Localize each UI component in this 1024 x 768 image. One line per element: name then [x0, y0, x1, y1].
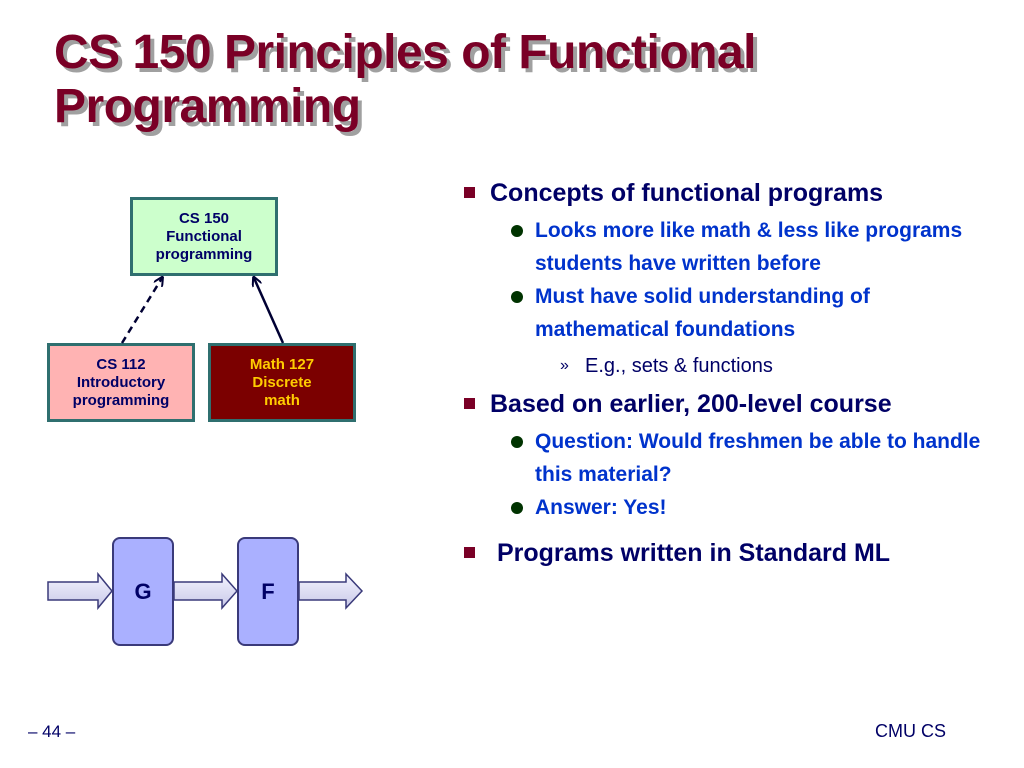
- math127-line-2: Discrete: [252, 373, 312, 391]
- cs112-line-1: CS 112: [96, 355, 146, 373]
- round-bullet-icon: [511, 436, 523, 448]
- input-arrow: [47, 571, 113, 611]
- bullet-sets-functions: » E.g., sets & functions: [560, 351, 1007, 381]
- bullet-math-foundations-text: Must have solid understanding of mathema…: [535, 285, 870, 341]
- bullet-question: Question: Would freshmen be able to hand…: [507, 425, 1007, 491]
- bullet-answer-text: Answer: Yes!: [535, 496, 667, 519]
- page-number: – 44 –: [28, 722, 76, 741]
- f-function-box: F: [237, 537, 299, 646]
- square-bullet-icon: [464, 547, 475, 558]
- chevron-bullet-icon: »: [560, 357, 569, 374]
- math127-box: Math 127 Discrete math: [208, 343, 356, 422]
- cs112-line-2: Introductory: [76, 373, 166, 391]
- bullet-list: Concepts of functional programs Looks mo…: [462, 178, 1007, 574]
- bullet-answer: Answer: Yes!: [507, 491, 1007, 524]
- cs150-line-3: programming: [155, 245, 253, 263]
- square-bullet-icon: [464, 187, 475, 198]
- cs150-line-1: CS 150: [178, 209, 230, 227]
- footer-org: CMU CS: [875, 721, 946, 741]
- bullet-earlier-course-text: Based on earlier, 200-level course: [490, 390, 892, 418]
- output-arrow: [298, 572, 364, 610]
- bullet-standard-ml-text: Programs written in Standard ML: [490, 539, 891, 567]
- cs112-line-3: programming: [72, 391, 170, 409]
- bullet-looks-like-math: Looks more like math & less like program…: [507, 214, 1007, 280]
- bullet-concepts-text: Concepts of functional programs: [490, 179, 884, 207]
- g-function-box: G: [112, 537, 174, 646]
- round-bullet-icon: [511, 502, 523, 514]
- bullet-question-text: Question: Would freshmen be able to hand…: [535, 430, 981, 486]
- bullet-looks-like-math-text: Looks more like math & less like program…: [535, 219, 963, 275]
- round-bullet-icon: [511, 291, 523, 303]
- cs150-box: CS 150 Functional programming: [130, 197, 278, 276]
- round-bullet-icon: [511, 225, 523, 237]
- cs150-line-2: Functional: [166, 227, 242, 245]
- cs112-to-cs150-arrow: [120, 278, 162, 344]
- bullet-math-foundations: Must have solid understanding of mathema…: [507, 280, 1007, 346]
- slide-title: CS 150 Principles of Functional Programm…: [54, 26, 757, 133]
- bullet-standard-ml: Programs written in Standard ML: [462, 538, 1007, 568]
- math127-line-1: Math 127: [249, 355, 315, 373]
- bullet-sets-functions-text: E.g., sets & functions: [585, 355, 773, 377]
- bullet-concepts: Concepts of functional programs: [462, 178, 1007, 208]
- square-bullet-icon: [464, 398, 475, 409]
- g-to-f-arrow: [173, 572, 239, 610]
- cs112-box: CS 112 Introductory programming: [47, 343, 195, 422]
- math127-line-3: math: [264, 391, 300, 409]
- bullet-earlier-course: Based on earlier, 200-level course: [462, 389, 1007, 419]
- math127-to-cs150-arrow: [254, 278, 285, 344]
